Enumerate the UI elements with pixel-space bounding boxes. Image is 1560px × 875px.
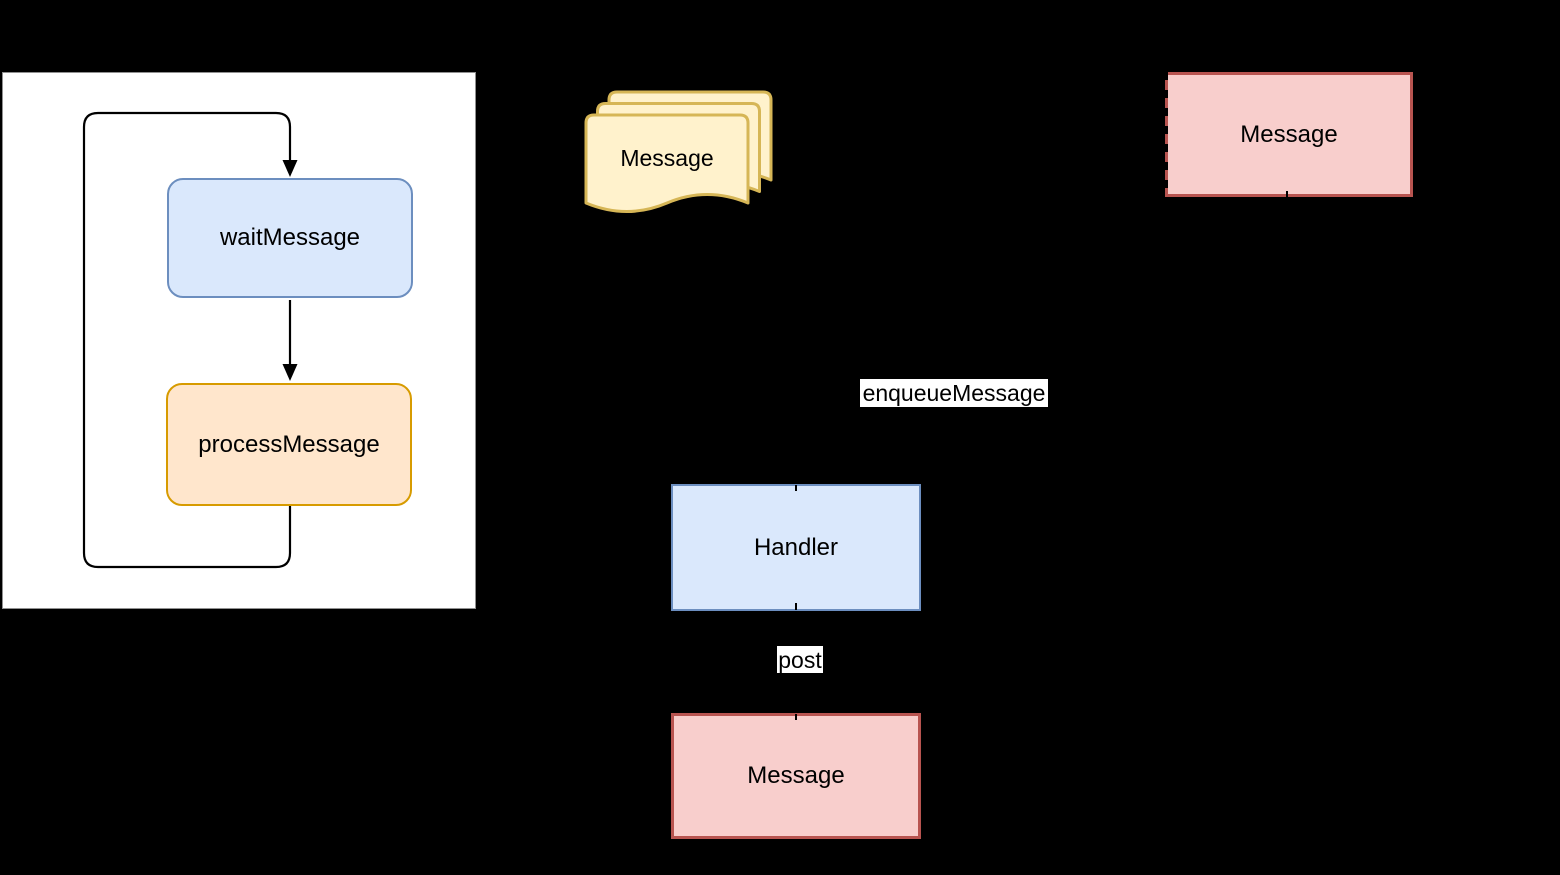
message-stack-label: Message bbox=[620, 145, 713, 171]
wait-message-label: waitMessage bbox=[219, 224, 361, 251]
message-stack-icon: Message bbox=[584, 90, 773, 213]
wait-to-process-arrowhead-icon bbox=[282, 364, 298, 381]
posted-message-label: Message bbox=[747, 762, 845, 789]
stack-page-front bbox=[584, 113, 750, 213]
process-message-label: processMessage bbox=[198, 430, 380, 458]
incoming-message-node: Message bbox=[1165, 72, 1413, 197]
incoming-message-label: Message bbox=[1240, 120, 1338, 148]
dashed-left-edge bbox=[1165, 72, 1168, 197]
loop-arrowhead-icon bbox=[282, 160, 298, 177]
looper-panel bbox=[2, 72, 476, 609]
post-edge-label: post bbox=[777, 646, 823, 673]
arrow-stub-incoming-message-bottom bbox=[1286, 191, 1288, 197]
arrow-stub-handler-bottom bbox=[795, 603, 797, 610]
enqueue-message-edge-label: enqueueMessage bbox=[860, 379, 1048, 407]
process-message-node: processMessage bbox=[166, 383, 412, 506]
posted-message-node: Message bbox=[671, 713, 921, 839]
handler-node: Handler bbox=[671, 484, 921, 611]
loop-arrow bbox=[82, 111, 298, 569]
wait-message-node: waitMessage bbox=[167, 178, 413, 298]
loop-path bbox=[82, 111, 292, 569]
arrow-stub-posted-message-top bbox=[795, 714, 797, 720]
handler-label: Handler bbox=[753, 533, 839, 561]
arrow-stub-handler-top bbox=[795, 485, 797, 491]
